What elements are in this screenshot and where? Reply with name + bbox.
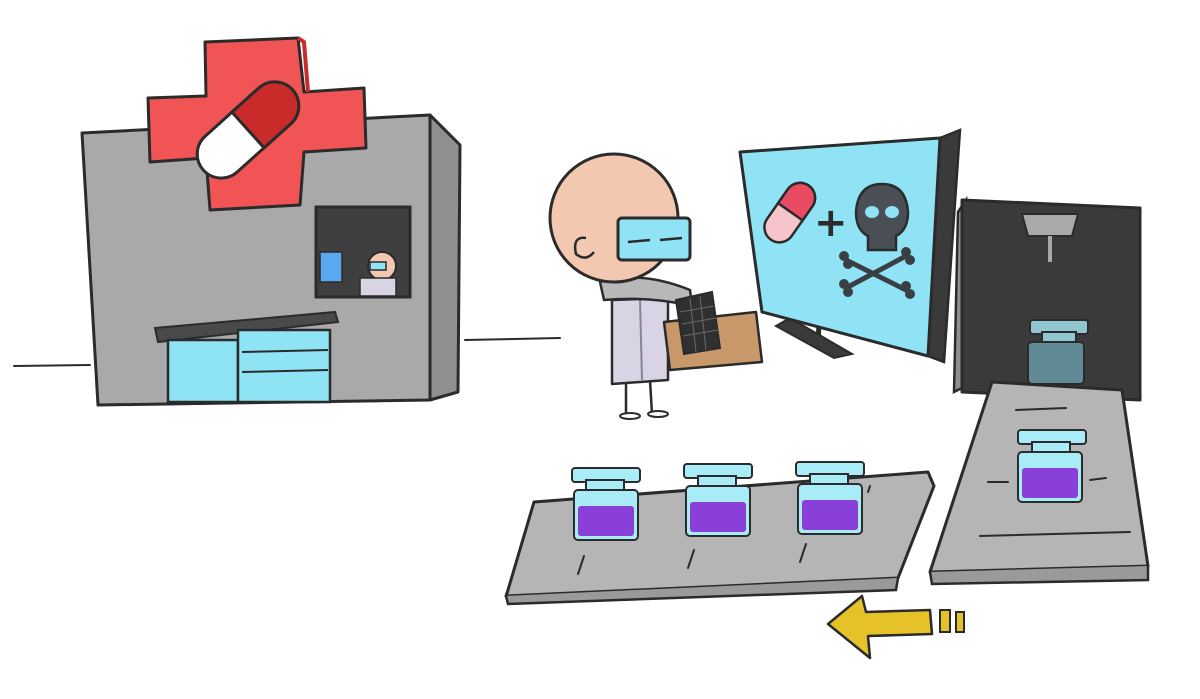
arrow-left-icon [826,594,965,660]
scientist-icon [548,152,694,420]
bottle-icon [683,463,753,537]
pill-icon [195,80,301,180]
keyboard-icon [674,290,722,356]
bottle-icon [571,467,641,541]
ground-lines [13,337,561,367]
dispenser-machine-icon [952,195,1142,402]
monitor-icon: + [738,128,962,364]
bottle-icon [795,461,865,535]
pharmacy-building-icon [80,113,462,407]
goggles [616,216,692,262]
building-door [166,328,332,404]
conveyor-belt-icon [504,461,936,606]
conveyor-belt-icon [928,380,1150,586]
monitor-plus-symbol: + [814,200,848,246]
building-window [314,205,412,299]
bottle-icon [1017,429,1087,503]
bottle-icon [1027,319,1089,385]
skull-crossbones-icon [839,182,915,299]
